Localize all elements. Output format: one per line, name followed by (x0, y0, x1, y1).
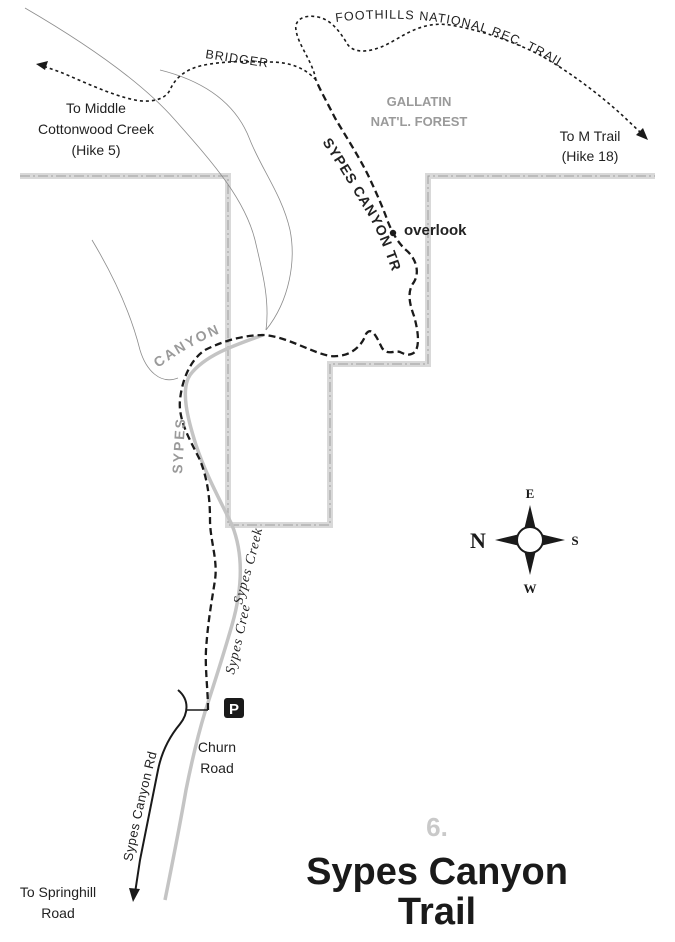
compass-point-w (524, 550, 536, 575)
compass-n-label: N (470, 528, 486, 553)
sypes-label: SYPES (169, 417, 188, 475)
forest-boundary (20, 173, 655, 528)
arrow-east (636, 128, 648, 140)
compass-ring (516, 526, 544, 554)
terrain-line (91, 239, 179, 381)
springhill-label-1: To Springhill (20, 884, 96, 900)
m-trail-label-1: To M Trail (560, 128, 621, 144)
parking-label: P (229, 701, 239, 718)
gallatin-label-2: NAT'L. FOREST (371, 114, 468, 129)
arrow-south (129, 888, 140, 902)
parking-icon (224, 698, 244, 718)
gallatin-label-1: GALLATIN (387, 94, 452, 109)
hike-number: 6. (426, 812, 448, 842)
springhill-label-2: Road (41, 905, 74, 921)
overlook-point (389, 229, 397, 237)
arrow-west (36, 61, 48, 70)
churn-road-label-1: Churn (198, 739, 236, 755)
compass-e-label: E (526, 486, 535, 501)
sypes-canyon-trail (178, 79, 420, 711)
forest-boundary-line (20, 175, 655, 526)
middle-cottonwood-label-2: Cottonwood Creek (38, 121, 155, 137)
middle-cottonwood-label-3: (Hike 5) (71, 142, 120, 158)
map-title-line-1: Sypes Canyon (306, 851, 568, 893)
overlook-label: overlook (404, 222, 467, 239)
compass-rose (495, 505, 565, 575)
churn-road-label-2: Road (200, 760, 233, 776)
compass-w-label: W (524, 581, 537, 596)
compass-point-n (495, 534, 520, 546)
m-trail-label-2: (Hike 18) (562, 148, 619, 164)
compass-point-e (524, 505, 536, 530)
sypes-canyon-tr-label: SYPES CANYON TR (320, 135, 405, 274)
sypes-creek (163, 333, 264, 901)
compass-point-s (540, 534, 565, 546)
canyon-label: CANYON (150, 321, 222, 371)
sypes-canyon-rd-label: Sypes Canyon Rd (120, 750, 160, 863)
bridger-label: BRIDGER (205, 47, 270, 70)
map-title-line-2: Trail (398, 891, 476, 933)
bridger-trail (39, 60, 317, 102)
terrain-line (24, 7, 268, 331)
foothills-label: FOOTHILLS NATIONAL REC. TRAIL (335, 8, 568, 71)
terrain-line (159, 69, 293, 331)
compass-s-label: S (571, 533, 578, 548)
middle-cottonwood-label-1: To Middle (66, 100, 126, 116)
foothills-trail (294, 15, 641, 133)
